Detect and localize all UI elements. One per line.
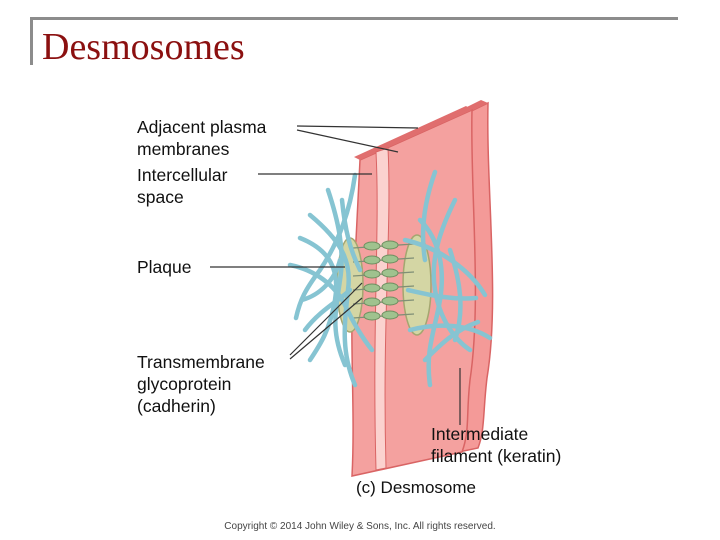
label-adjacent-plasma-membranes: Adjacent plasma membranes (137, 116, 266, 160)
label-transmembrane-glycoprotein: Transmembrane glycoprotein (cadherin) (137, 351, 265, 417)
label-line: Intermediate (431, 424, 529, 444)
label-line: Transmembrane (137, 352, 265, 372)
label-line: glycoprotein (137, 374, 232, 394)
title-frame-left (30, 17, 33, 65)
intermediate-filaments (287, 169, 493, 388)
label-line: Intercellular (137, 165, 228, 185)
title-frame-top (30, 17, 678, 20)
label-line: Plaque (137, 257, 192, 277)
label-line: (cadherin) (137, 396, 216, 416)
label-intermediate-filament: Intermediate filament (keratin) (431, 423, 561, 467)
label-line: filament (keratin) (431, 446, 562, 466)
label-line: space (137, 187, 184, 207)
label-intercellular-space: Intercellular space (137, 164, 227, 208)
right-plaque (402, 234, 432, 336)
label-line: Adjacent plasma (137, 117, 267, 137)
leader-lines (210, 125, 461, 425)
figure-caption: (c) Desmosome (356, 478, 476, 497)
copyright-notice: Copyright © 2014 John Wiley & Sons, Inc.… (224, 521, 496, 532)
label-line: membranes (137, 139, 230, 159)
slide-title: Desmosomes (42, 26, 245, 68)
intercellular-gap (374, 147, 390, 471)
left-membrane-top-edge (354, 106, 472, 160)
cadherin-beads (363, 240, 399, 321)
label-plaque: Plaque (137, 256, 192, 278)
